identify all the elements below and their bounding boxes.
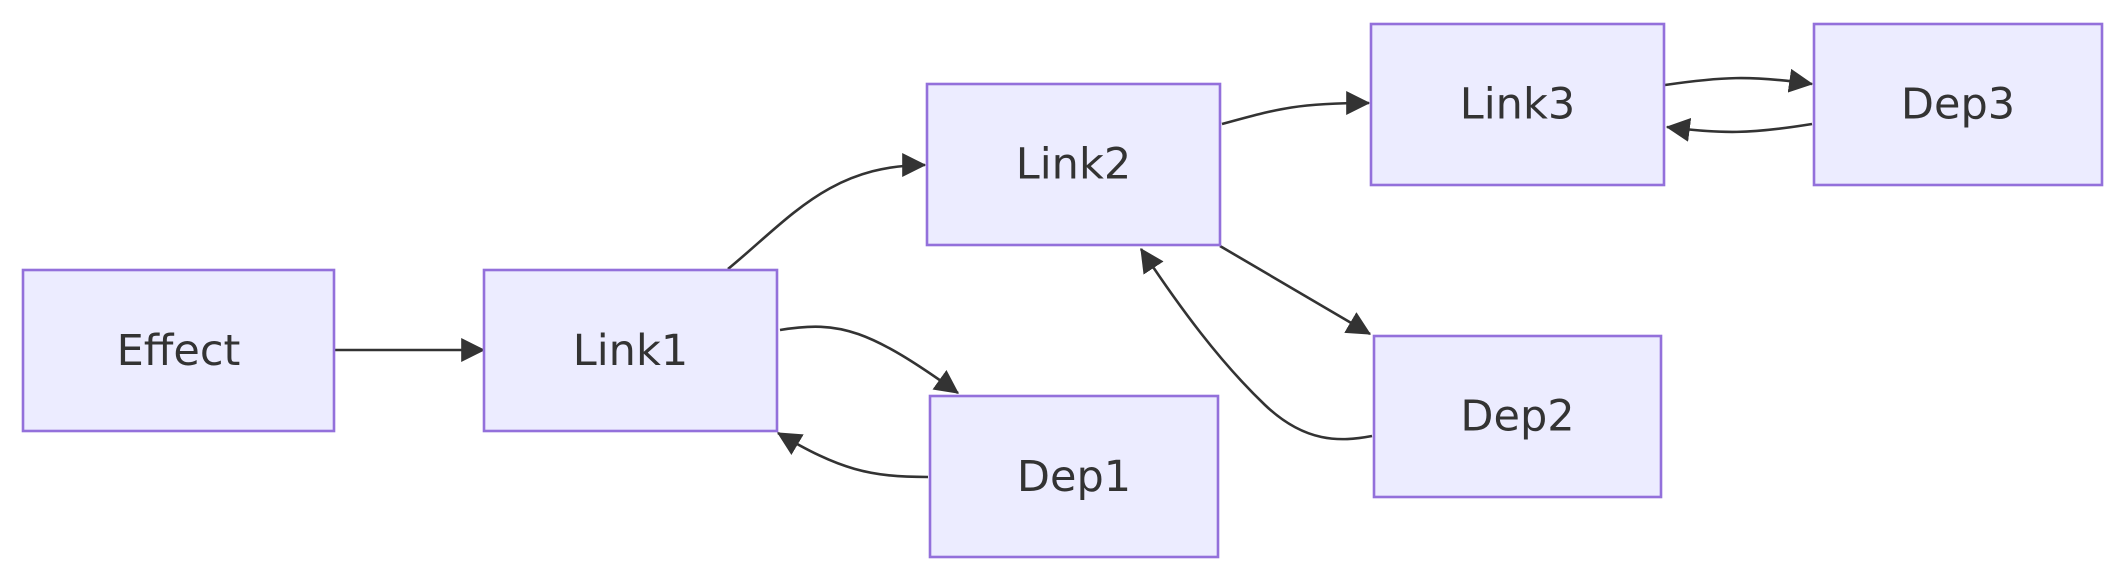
node-dep3: Dep3 bbox=[1812, 22, 2104, 187]
node-effect: Effect bbox=[21, 268, 336, 433]
edge-dep1-to-link1 bbox=[776, 431, 929, 479]
edge-dep2-to-link2 bbox=[1139, 247, 1373, 441]
node-dep2: Dep2 bbox=[1372, 334, 1663, 499]
node-link1: Link1 bbox=[482, 268, 779, 433]
edge-link2-to-dep2 bbox=[1219, 244, 1372, 336]
node-link2: Link2 bbox=[925, 82, 1222, 247]
node-link3: Link3 bbox=[1369, 22, 1666, 187]
node-dep2-label: Dep2 bbox=[1460, 392, 1574, 442]
edge-link2-to-link3 bbox=[1221, 91, 1371, 126]
node-link1-label: Link1 bbox=[573, 326, 688, 376]
node-dep1: Dep1 bbox=[928, 394, 1220, 559]
node-dep1-label: Dep1 bbox=[1017, 452, 1131, 502]
edges bbox=[335, 68, 1814, 479]
node-link2-label: Link2 bbox=[1016, 140, 1131, 190]
node-dep3-label: Dep3 bbox=[1901, 80, 2015, 130]
edge-dep3-to-link3 bbox=[1665, 117, 1813, 142]
node-link3-label: Link3 bbox=[1460, 80, 1575, 130]
edge-link1-to-dep1 bbox=[779, 325, 959, 395]
edge-link3-to-dep3 bbox=[1664, 68, 1814, 93]
edge-link1-to-link2 bbox=[727, 153, 927, 271]
node-effect-label: Effect bbox=[117, 326, 241, 376]
